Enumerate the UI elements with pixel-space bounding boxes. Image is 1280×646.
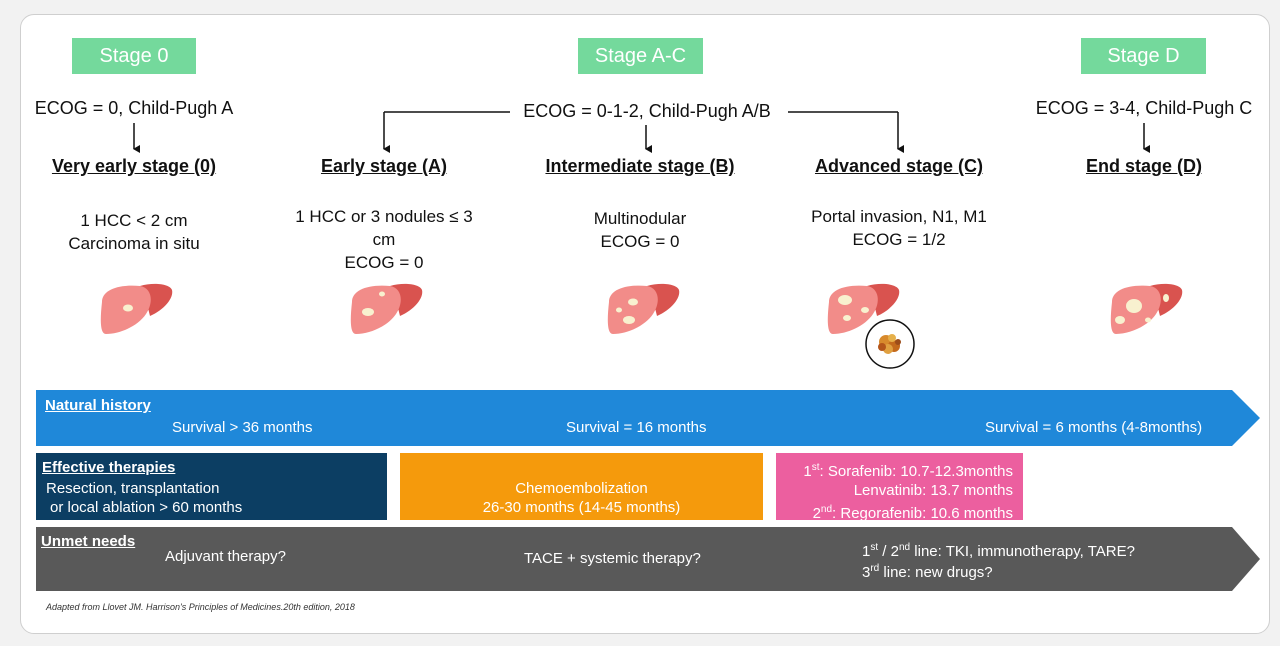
ordinal-suffix: st xyxy=(870,542,879,553)
ecog-stage-ac: ECOG = 0-1-2, Child-Pugh A/B xyxy=(523,101,771,121)
liver-intermediate-icon xyxy=(607,283,680,334)
desc-line: 1 HCC < 2 cm xyxy=(80,211,188,230)
ecog-stage-d: ECOG = 3-4, Child-Pugh C xyxy=(1035,98,1253,118)
stage-d-header: Stage D xyxy=(1081,38,1206,74)
survival-advanced: Survival = 6 months (4-8months) xyxy=(985,419,1203,436)
desc-line: ECOG = 1/2 xyxy=(852,230,946,249)
unmet-text: line: TKI, immunotherapy, TARE? xyxy=(910,543,1135,560)
desc-line: Multinodular xyxy=(593,209,687,228)
desc-advanced: Portal invasion, N1, M1 ECOG = 1/2 xyxy=(784,205,1014,251)
stage-name-end: End stage (D) xyxy=(1085,156,1202,176)
stage-0-header: Stage 0 xyxy=(72,38,196,74)
ordinal-number: / 2 xyxy=(878,543,899,560)
effective-therapies-title: Effective therapies xyxy=(42,459,176,476)
therapy-chemo-line1: Chemoembolization xyxy=(515,480,648,497)
stage-name-early: Early stage (A) xyxy=(320,156,448,176)
tumor-cluster-magnified-icon xyxy=(865,319,915,369)
natural-history-title: Natural history xyxy=(45,397,151,414)
therapy-text: : Sorafenib: 10.7-12.3months xyxy=(819,463,1013,480)
therapy-box-systemic: 1st: Sorafenib: 10.7-12.3months Lenvatin… xyxy=(776,453,1023,523)
liver-end-stage-icon xyxy=(1110,283,1183,334)
liver-early-icon xyxy=(350,283,423,334)
desc-line: 1 HCC or 3 nodules ≤ 3 xyxy=(295,207,473,226)
therapy-text: : Regorafenib: 10.6 months xyxy=(832,505,1013,522)
desc-very-early: 1 HCC < 2 cm Carcinoma in situ xyxy=(24,209,244,255)
therapy-curative-line2: or local ablation > 60 months xyxy=(50,499,243,516)
therapy-box-chemoembolization: Chemoembolization 26-30 months (14-45 mo… xyxy=(400,453,763,520)
therapy-curative-line1: Resection, transplantation xyxy=(46,480,220,497)
therapy-chemo-line2: 26-30 months (14-45 months) xyxy=(482,499,681,516)
therapy-box-curative: Effective therapies Resection, transplan… xyxy=(36,453,387,520)
unmet-needs-title: Unmet needs xyxy=(41,533,136,550)
unmet-text: line: new drugs? xyxy=(879,564,993,581)
desc-line: ECOG = 0 xyxy=(344,253,424,272)
desc-line: Portal invasion, N1, M1 xyxy=(811,207,987,226)
liver-very-early-icon xyxy=(100,283,173,334)
stage-name-very-early: Very early stage (0) xyxy=(51,156,217,176)
ordinal-number: 3 xyxy=(862,564,871,581)
ordinal-number: 1 xyxy=(862,543,871,560)
desc-line: Carcinoma in situ xyxy=(68,234,200,253)
unmet-needs-band xyxy=(36,527,1260,591)
natural-history-band xyxy=(36,390,1260,446)
unmet-need-line-3: 3rd line: new drugs? xyxy=(862,563,993,581)
ordinal-suffix: nd xyxy=(898,542,911,553)
survival-early: Survival > 36 months xyxy=(172,419,313,436)
ordinal-suffix: rd xyxy=(870,563,880,574)
unmet-need-tace: TACE + systemic therapy? xyxy=(524,550,701,567)
stage-ac-header: Stage A-C xyxy=(578,38,703,74)
therapy-systemic-line3: 2nd: Regorafenib: 10.6 months xyxy=(776,500,1023,523)
unmet-need-adjuvant: Adjuvant therapy? xyxy=(165,548,286,565)
desc-intermediate: Multinodular ECOG = 0 xyxy=(530,207,750,253)
desc-line: ECOG = 0 xyxy=(600,232,680,251)
ordinal-number: 1 xyxy=(803,463,812,480)
stage-name-intermediate: Intermediate stage (B) xyxy=(545,156,735,176)
desc-line: cm xyxy=(372,230,396,249)
therapy-systemic-line2: Lenvatinib: 13.7 months xyxy=(853,482,1013,499)
ecog-stage-0: ECOG = 0, Child-Pugh A xyxy=(34,98,234,118)
stage-name-advanced: Advanced stage (C) xyxy=(814,156,984,176)
therapy-systemic-line1: 1st: Sorafenib: 10.7-12.3months xyxy=(776,458,1023,481)
ordinal-suffix: nd xyxy=(820,504,833,515)
desc-early: 1 HCC or 3 nodules ≤ 3 cm ECOG = 0 xyxy=(274,205,494,274)
ordinal-number: 2 xyxy=(812,505,821,522)
liver-advanced-icon xyxy=(827,283,900,334)
survival-intermediate: Survival = 16 months xyxy=(566,419,707,436)
ordinal-suffix: st xyxy=(811,462,820,473)
source-footnote: Adapted from Llovet JM. Harrison's Princ… xyxy=(46,602,355,612)
unmet-need-lines-1-2: 1st / 2nd line: TKI, immunotherapy, TARE… xyxy=(862,542,1135,560)
